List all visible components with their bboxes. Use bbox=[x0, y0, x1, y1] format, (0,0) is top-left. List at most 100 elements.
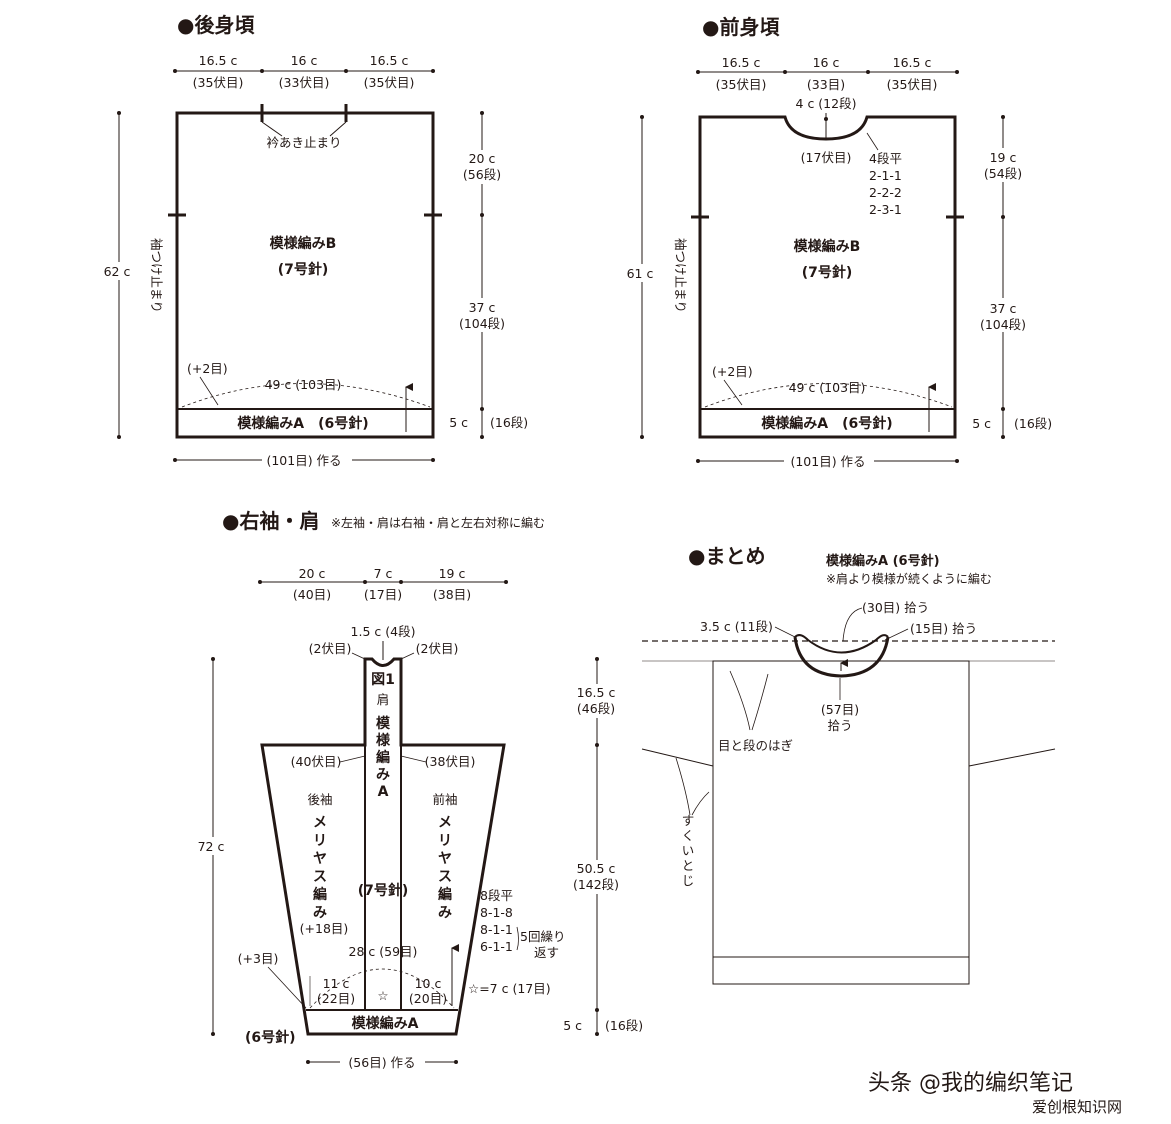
sleeve-sts-1: (40目) bbox=[293, 587, 331, 602]
finish-graft: 目と段のはぎ bbox=[718, 738, 793, 753]
back-stockinette-char-3: ヤ bbox=[313, 851, 327, 867]
saddle-pattern-char-1: 模 bbox=[376, 715, 391, 732]
front-dim-1: 16.5 c bbox=[722, 55, 761, 70]
sleeve-title: ●右袖・肩 bbox=[222, 509, 319, 533]
sleeve-cast-on: (56目) 作る bbox=[348, 1055, 415, 1070]
saddle-pattern-char-4: み bbox=[376, 767, 390, 783]
back-panel: ●後身頃 16.5 c 16 c 16.5 c (35伏目) (33伏目) (3… bbox=[100, 13, 528, 468]
finish-pick30: (30目) 拾う bbox=[862, 600, 929, 615]
back-width: 49 c (103目) bbox=[265, 377, 342, 392]
finish-collar-height: 3.5 c (11段) bbox=[700, 619, 773, 634]
finish-pattern: 模様編みA (6号針) bbox=[826, 553, 940, 569]
front-stockinette-char-2: リ bbox=[438, 833, 452, 849]
sleeve-upper-rows: (46段) bbox=[577, 701, 615, 716]
sleeve-pattern-a: 模様編みA bbox=[352, 1015, 419, 1032]
finish-seam-char-1: す bbox=[682, 813, 695, 828]
back-sts-3: (35伏目) bbox=[364, 75, 415, 90]
back-sts-1: (35伏目) bbox=[193, 75, 244, 90]
sleeve-shoulder-label: 肩 bbox=[377, 692, 390, 707]
back-body-rows: (104段) bbox=[459, 316, 505, 331]
back-stockinette-char-6: み bbox=[313, 905, 327, 921]
watermark-sub: 爱创根知识网 bbox=[1032, 1098, 1122, 1116]
back-pattern-a: 模様編みA (6号針) bbox=[237, 415, 368, 432]
front-dim-3: 16.5 c bbox=[893, 55, 932, 70]
back-cast-on: (101目) 作る bbox=[266, 453, 341, 468]
front-body-rows: (104段) bbox=[980, 317, 1026, 332]
saddle-pattern-char-3: 編 bbox=[376, 749, 390, 766]
front-rib-height: 5 c bbox=[972, 416, 991, 431]
front-neck-dec-2: 2-1-1 bbox=[869, 168, 902, 183]
sleeve-needle7: (7号針) bbox=[358, 882, 409, 899]
front-body-outline bbox=[698, 115, 957, 439]
sleeve-dim-3: 19 c bbox=[439, 566, 466, 581]
sleeve-dim-1: 20 c bbox=[299, 566, 326, 581]
back-pattern-b: 模様編みB bbox=[270, 235, 337, 252]
front-armhole-rows: (54段) bbox=[984, 166, 1022, 181]
finish-seam-char-2: く bbox=[682, 828, 695, 843]
front-stockinette-char-1: メ bbox=[438, 815, 452, 831]
finish-title: ●まとめ bbox=[688, 544, 765, 568]
sleeve-inc-rule-3: 8-1-1 bbox=[480, 922, 513, 937]
front-dim-2: 16 c bbox=[813, 55, 840, 70]
front-title: ●前身頃 bbox=[702, 15, 780, 39]
back-sts-2: (33伏目) bbox=[279, 75, 330, 90]
back-sleeve-label: 後袖 bbox=[307, 792, 332, 807]
front-cast-on: (101目) 作る bbox=[790, 454, 865, 469]
sleeve-inc-rule-2: 8-1-8 bbox=[480, 905, 513, 920]
sleeve-left-sts: (22目) bbox=[317, 991, 355, 1006]
sleeve-panel: ●右袖・肩 ※左袖・肩は右袖・肩と左右対称に編む 20 c 7 c 19 c (… bbox=[193, 509, 643, 1071]
back-armhole-rows: (56段) bbox=[463, 167, 501, 182]
sleeve-saddle-bind-l: (2伏目) bbox=[309, 641, 352, 656]
front-stockinette-char-5: 編 bbox=[438, 886, 452, 903]
sleeve-dim-2: 7 c bbox=[374, 566, 393, 581]
sleeve-rib-height: 5 c bbox=[563, 1018, 582, 1033]
sleeve-saddle-bind-r: (2伏目) bbox=[416, 641, 459, 656]
sleeve-outline bbox=[260, 657, 506, 1036]
sleeve-star-eq: ☆=7 c (17目) bbox=[468, 981, 551, 996]
back-body-outline bbox=[175, 111, 435, 439]
finish-seam-char-3: い bbox=[682, 843, 695, 858]
front-needle-b: (7号針) bbox=[802, 264, 853, 281]
front-sts-3: (35伏目) bbox=[887, 77, 938, 92]
back-body-height: 37 c bbox=[469, 300, 496, 315]
sleeve-mid-rows: (142段) bbox=[573, 877, 619, 892]
back-dim-1: 16.5 c bbox=[199, 53, 238, 68]
saddle-pattern-char-2: 様 bbox=[376, 732, 391, 749]
sleeve-inc-rule-1: 8段平 bbox=[480, 888, 513, 903]
front-width: 49 c (103目) bbox=[789, 380, 866, 395]
back-stockinette-char-2: リ bbox=[313, 833, 327, 849]
back-stockinette-char-4: ス bbox=[313, 869, 327, 885]
back-total-height: 62 c bbox=[104, 264, 131, 279]
front-pattern-b: 模様編みB bbox=[794, 238, 861, 255]
front-sleeve-label: 前袖 bbox=[432, 792, 457, 807]
sleeve-star: ☆ bbox=[377, 988, 388, 1003]
finish-pick15: (15目) 拾う bbox=[910, 621, 977, 636]
finishing-panel: ●まとめ 模様編みA (6号針) ※肩より模様が続くように編む 3.5 c (1… bbox=[641, 544, 1056, 985]
front-neck-dec-1: 4段平 bbox=[869, 151, 902, 166]
back-stockinette-char-5: 編 bbox=[313, 886, 327, 903]
finish-seam-char-4: と bbox=[682, 858, 695, 873]
sleeve-mid-height: 50.5 c bbox=[577, 861, 616, 876]
front-neck-bind: (17伏目) bbox=[801, 150, 852, 165]
sleeve-inc-rule-4: 6-1-1 bbox=[480, 939, 513, 954]
sleeve-sts-2: (17目) bbox=[364, 587, 402, 602]
saddle-pattern-char-5: A bbox=[378, 784, 389, 800]
sleeve-needle6: (6号針) bbox=[245, 1029, 296, 1046]
back-needle-b: (7号針) bbox=[278, 261, 329, 278]
front-sts-1: (35伏目) bbox=[716, 77, 767, 92]
sleeve-bind-left: (40伏目) bbox=[291, 754, 342, 769]
sleeve-note: ※左袖・肩は右袖・肩と左右対称に編む bbox=[331, 515, 545, 530]
sleeve-sts-3: (38目) bbox=[433, 587, 471, 602]
front-stockinette-char-3: ヤ bbox=[438, 851, 452, 867]
sleeve-plus3: (+3目) bbox=[238, 951, 279, 966]
finish-pick57: (57目) bbox=[821, 702, 859, 717]
back-rib-rows: (16段) bbox=[490, 415, 528, 430]
sleeve-fig-label: 図1 bbox=[371, 672, 395, 688]
sleeve-rib-rows: (16段) bbox=[605, 1018, 643, 1033]
front-body-height: 37 c bbox=[990, 301, 1017, 316]
back-sleeve-stop: 袖つけ止まり bbox=[149, 238, 164, 313]
finish-seam-char-5: じ bbox=[682, 873, 695, 888]
sleeve-saddle-height: 1.5 c (4段) bbox=[351, 624, 416, 639]
back-dim-3: 16.5 c bbox=[370, 53, 409, 68]
